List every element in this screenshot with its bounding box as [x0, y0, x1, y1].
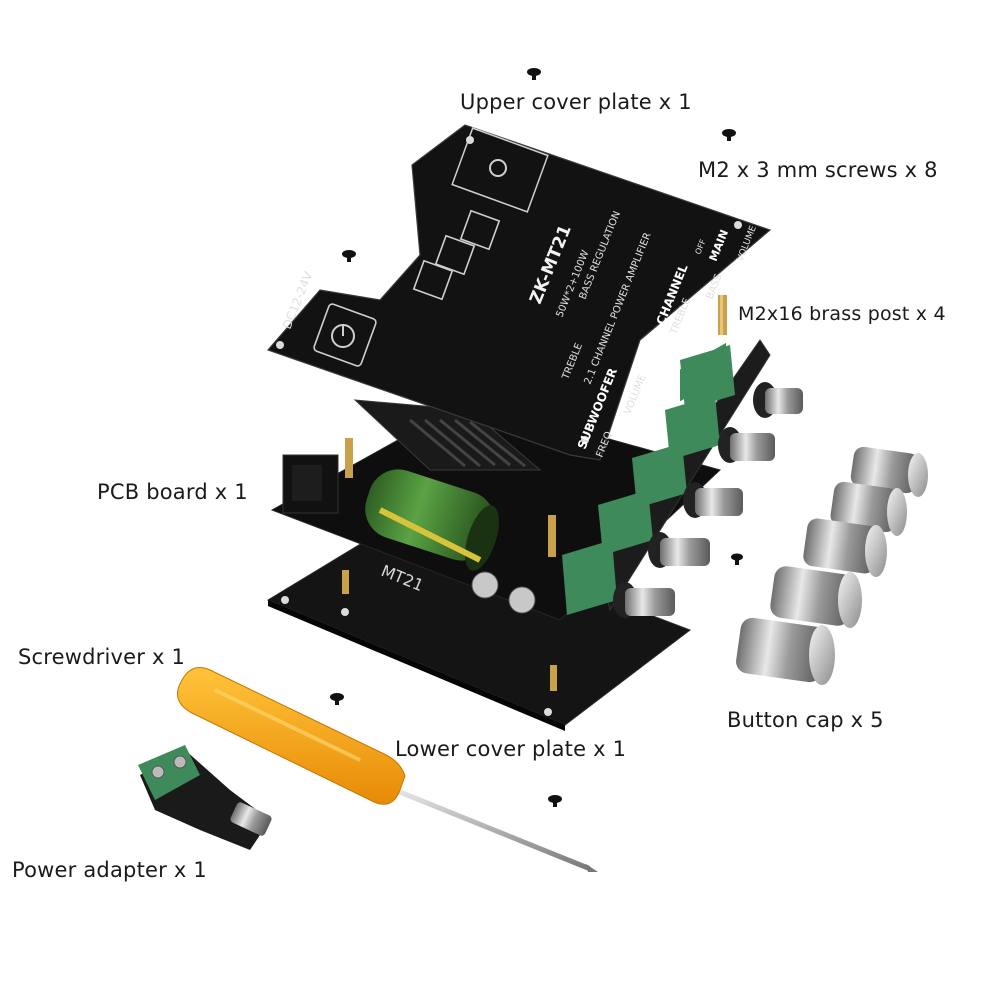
potentiometer-knob	[613, 582, 675, 618]
potentiometer-knobs	[613, 382, 803, 618]
loose-screws	[330, 68, 743, 807]
brass-posts-lower	[342, 570, 557, 691]
upper-cover-plate-label: Upper cover plate x 1	[460, 90, 692, 114]
brass-post-label: M2x16 brass post x 4	[738, 303, 946, 325]
pcb-board-label: PCB board x 1	[97, 480, 248, 504]
mount-hole	[281, 596, 289, 604]
button-cap	[736, 617, 835, 685]
button-cap	[803, 518, 887, 577]
speaker-icons	[412, 209, 501, 301]
screw-icon	[330, 693, 344, 705]
lower-cover-plate-label: Lower cover plate x 1	[395, 737, 627, 761]
input-icon-box	[451, 127, 549, 213]
potentiometer-knob	[753, 382, 803, 418]
potentiometer-knob	[718, 427, 775, 463]
terminal-screw-icon	[151, 765, 165, 779]
mount-hole	[544, 708, 552, 716]
screw-icon	[342, 250, 356, 262]
button-caps	[736, 446, 928, 685]
screw-icon	[527, 68, 541, 80]
button-cap	[770, 566, 862, 628]
small-capacitor	[508, 586, 536, 614]
power-icon-box	[313, 303, 377, 367]
small-capacitor	[471, 571, 499, 599]
terminal-blocks	[562, 345, 735, 615]
potentiometer-knob	[683, 482, 743, 518]
audio-jack-icon	[489, 159, 507, 177]
dc-barrel-plug	[230, 802, 272, 836]
screw-icon	[731, 553, 743, 565]
terminal-screw-icon	[173, 755, 187, 769]
screwdriver	[177, 667, 598, 872]
power-adapter-label: Power adapter x 1	[12, 858, 207, 882]
mount-hole	[341, 608, 349, 616]
brass-post-loose	[718, 295, 727, 335]
screwdriver-label: Screwdriver x 1	[18, 645, 186, 669]
button-cap	[850, 446, 928, 497]
button-cap	[830, 481, 907, 536]
brass-post	[345, 438, 353, 478]
button-cap-label: Button cap x 5	[727, 708, 884, 732]
potentiometer-knob	[648, 532, 710, 568]
electrolytic-capacitor	[365, 469, 499, 571]
heatsink	[353, 399, 542, 471]
brass-post	[548, 515, 556, 557]
screw-icon	[548, 795, 562, 807]
screw-icon	[722, 129, 736, 141]
screws-label: M2 x 3 mm screws x 8	[698, 158, 938, 182]
power-adapter	[138, 745, 272, 850]
lower-cover-plate: MT21	[266, 519, 692, 731]
